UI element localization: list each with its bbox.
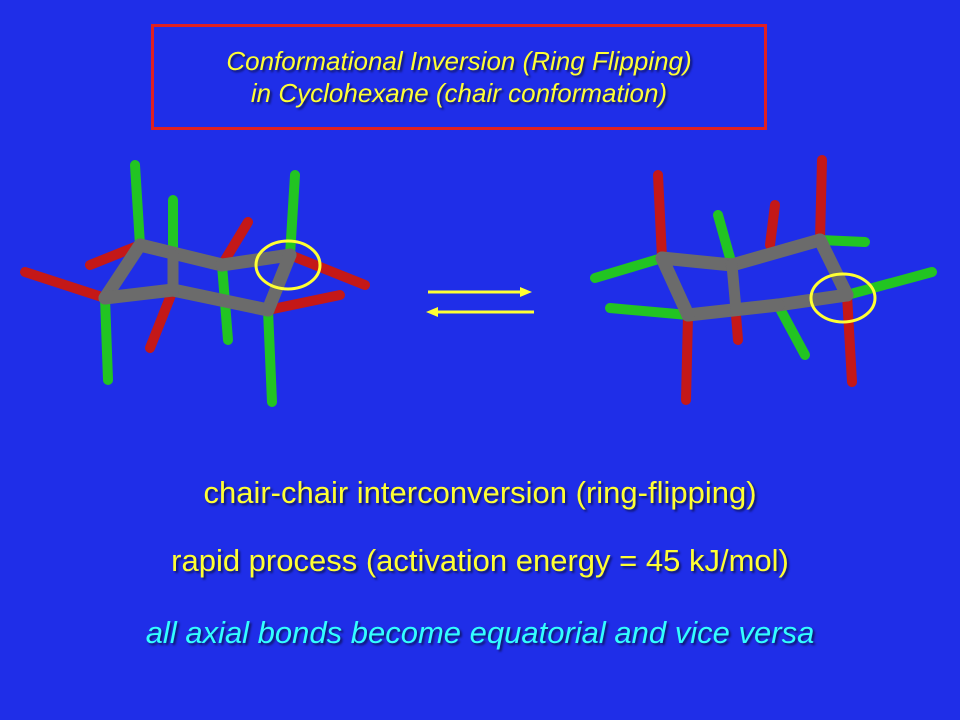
cyclohexane-chair-flipped-icon xyxy=(590,155,937,405)
highlight-circle xyxy=(809,272,877,324)
caption-activation-energy: rapid process (activation energy = 45 kJ… xyxy=(171,543,789,578)
cyclohexane-chair-icon xyxy=(20,160,370,407)
title-box: Conformational Inversion (Ring Flipping)… xyxy=(151,24,767,130)
caption-axial-equatorial: all axial bonds become equatorial and vi… xyxy=(145,615,815,650)
highlight-circle xyxy=(254,239,322,291)
title-line-2: in Cyclohexane (chair conformation) xyxy=(250,78,668,108)
caption-interconversion: chair-chair interconversion (ring-flippi… xyxy=(203,475,757,510)
equilibrium-arrows-icon xyxy=(426,287,534,317)
title-line-1: Conformational Inversion (Ring Flipping) xyxy=(226,46,692,76)
